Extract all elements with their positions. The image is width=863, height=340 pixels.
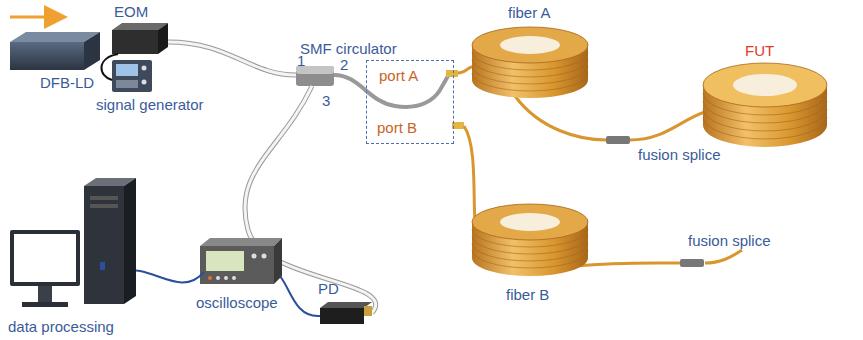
part-label: signal generator [96, 96, 204, 113]
splice-sleeve [606, 136, 630, 144]
fiber-coil [472, 204, 588, 276]
computer-icon [10, 178, 136, 307]
fiber-outline [168, 42, 296, 75]
part-label: FUT [745, 42, 774, 59]
part-label: fusion splice [638, 146, 721, 163]
modulator [112, 23, 168, 54]
fiber-coil [472, 27, 588, 98]
laser-source [10, 32, 100, 70]
part-label: fiber B [506, 286, 549, 303]
splice-sleeve [680, 259, 704, 267]
part-label: oscilloscope [196, 294, 278, 311]
fiber-connector [446, 70, 458, 77]
photodetector [320, 302, 372, 324]
part-label: 3 [322, 92, 330, 109]
part-label: 2 [340, 56, 348, 73]
signal-cable [276, 272, 320, 316]
part-label: DFB-LD [40, 74, 94, 91]
rf-cable [101, 54, 118, 80]
part-label: EOM [114, 3, 148, 20]
part-label: fiber A [508, 4, 551, 21]
port-label: port B [377, 119, 417, 136]
fiber-coil [703, 63, 827, 147]
part-label: data processing [8, 318, 114, 335]
signal-generator-icon [112, 60, 152, 92]
port-panel: port A port B [366, 60, 454, 144]
part-label: SMF circulator [300, 40, 397, 57]
part-label: 1 [297, 52, 305, 69]
port-label: port A [379, 67, 418, 84]
circulator-icon [296, 66, 334, 86]
light-arrow [10, 16, 62, 19]
oscilloscope-icon [200, 238, 282, 284]
part-label: PD [318, 280, 339, 297]
fiber [168, 42, 296, 75]
part-label: fusion splice [688, 232, 771, 249]
